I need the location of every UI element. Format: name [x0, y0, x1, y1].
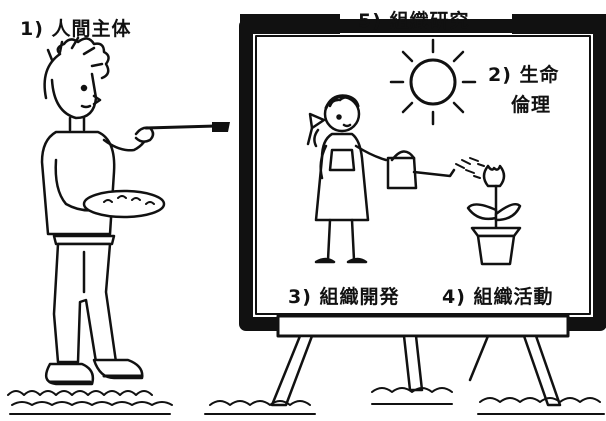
sun-drawing [389, 38, 477, 126]
girl-watering-drawing [306, 94, 485, 264]
label-bioethics-line2: 倫理 [511, 94, 552, 116]
label-human-subject: 1) 人間主体 [20, 18, 132, 40]
label-bioethics-line1: 2) 生命 [488, 64, 560, 86]
ground-scribbles [7, 387, 605, 415]
painter-boy-drawing [40, 36, 230, 386]
label-org-development: 3) 組織開発 [288, 286, 400, 308]
label-org-research: 5) 組織研究 [358, 10, 470, 32]
label-org-activity: 4) 組織活動 [442, 286, 554, 308]
tulip-pot-drawing [466, 164, 522, 266]
easel-board [239, 14, 606, 407]
